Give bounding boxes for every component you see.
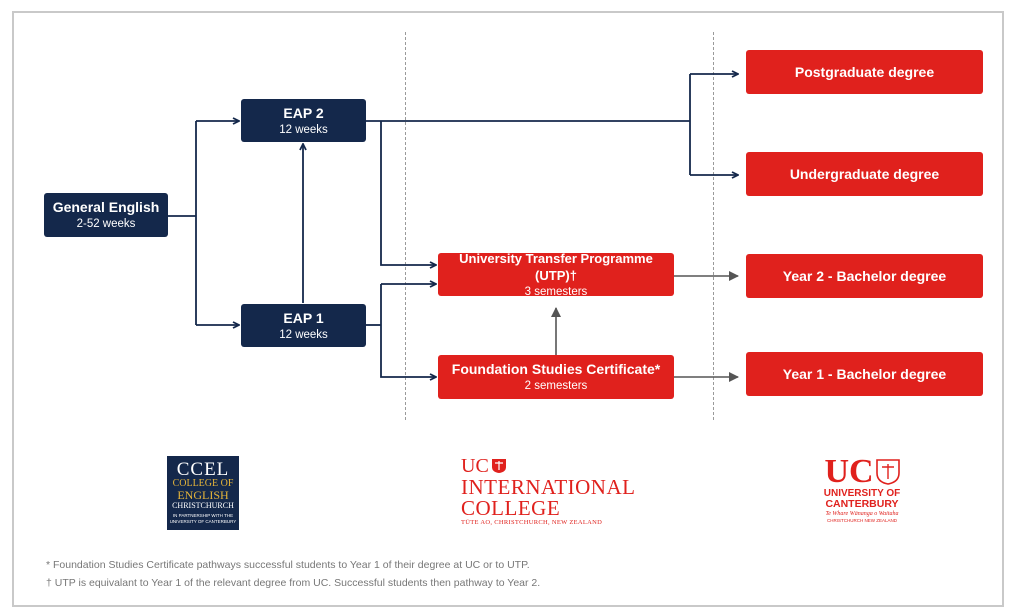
- general-english-box: General English 2-52 weeks: [44, 193, 168, 237]
- general-english-title: General English: [52, 199, 160, 215]
- fsc-title: Foundation Studies Certificate*: [451, 361, 661, 377]
- fsc-box: Foundation Studies Certificate* 2 semest…: [438, 355, 674, 399]
- ccel-logo-line6: UNIVERSITY OF CANTERBURY: [169, 519, 237, 524]
- crest-icon: [491, 459, 506, 473]
- eap1-duration: 12 weeks: [279, 328, 328, 341]
- ccel-logo-line3: ENGLISH: [177, 488, 229, 502]
- general-english-duration: 2-52 weeks: [76, 218, 136, 230]
- uc-international-tagline: TŪTE AO, CHRISTCHURCH, NEW ZEALAND: [461, 519, 603, 526]
- utp-title: University Transfer Programme (UTP)†: [459, 251, 653, 283]
- eap1-box: EAP 1 12 weeks: [241, 304, 366, 347]
- year1-bachelor-title: Year 1 - Bachelor degree: [782, 365, 947, 382]
- eap2-title: EAP 2: [283, 104, 324, 121]
- year2-bachelor-box: Year 2 - Bachelor degree: [746, 254, 983, 298]
- crest-icon: [875, 459, 900, 485]
- diagram-frame: [12, 11, 1004, 607]
- uc-international-mark: UC: [461, 455, 489, 477]
- uc-line1: UNIVERSITY OF: [823, 488, 901, 499]
- uc-international-line1: INTERNATIONAL: [461, 475, 636, 499]
- footnote-dagger: † UTP is equivalant to Year 1 of the rel…: [46, 577, 541, 589]
- postgraduate-degree-title: Postgraduate degree: [794, 63, 935, 80]
- year2-bachelor-title: Year 2 - Bachelor degree: [782, 267, 947, 284]
- utp-box: University Transfer Programme (UTP)† 3 s…: [438, 251, 674, 298]
- ccel-logo-acronym: CCEL: [176, 459, 230, 480]
- uc-line2: CANTERBURY: [825, 498, 899, 510]
- uc-international-college-logo: UC INTERNATIONAL COLLEGE TŪTE AO, CHRIST…: [461, 456, 661, 530]
- eap2-duration: 12 weeks: [279, 123, 328, 136]
- footnote-star: * Foundation Studies Certificate pathway…: [46, 559, 530, 571]
- eap1-title: EAP 1: [283, 309, 324, 326]
- divider-left: [405, 32, 406, 420]
- uc-international-line2: COLLEGE: [461, 496, 561, 520]
- fsc-duration: 2 semesters: [524, 380, 588, 392]
- uc-location: CHRISTCHURCH NEW ZEALAND: [826, 518, 897, 523]
- divider-right: [713, 32, 714, 420]
- year1-bachelor-box: Year 1 - Bachelor degree: [746, 352, 983, 396]
- ccel-logo-line4: CHRISTCHURCH: [172, 501, 234, 510]
- ccel-logo: CCEL COLLEGE OF ENGLISH CHRISTCHURCH IN …: [167, 456, 239, 530]
- ccel-logo-line2: COLLEGE OF: [172, 478, 234, 489]
- university-of-canterbury-logo: UC UNIVERSITY OF CANTERBURY Te Whare Wān…: [812, 453, 912, 530]
- uc-maori-name: Te Whare Wānanga o Waitaha: [825, 511, 899, 517]
- undergraduate-degree-box: Undergraduate degree: [746, 152, 983, 196]
- uc-mark: UC: [824, 453, 874, 490]
- undergraduate-degree-title: Undergraduate degree: [789, 165, 940, 182]
- eap2-box: EAP 2 12 weeks: [241, 99, 366, 142]
- ccel-logo-line5: IN PARTNERSHIP WITH THE: [172, 513, 234, 518]
- utp-duration: 3 semesters: [524, 286, 588, 298]
- postgraduate-degree-box: Postgraduate degree: [746, 50, 983, 94]
